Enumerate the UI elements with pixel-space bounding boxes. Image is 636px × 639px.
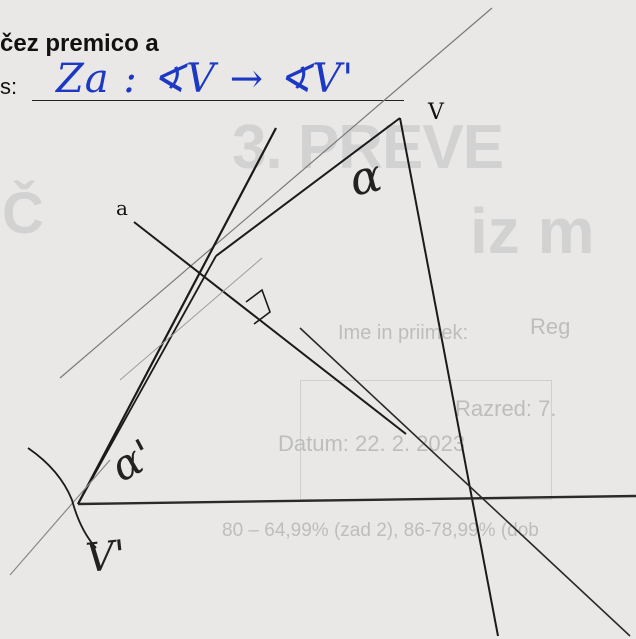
point-label-v-prime: V': [83, 532, 129, 582]
angle-arm-upper: [215, 117, 401, 257]
bleed-heading-2: iz m: [470, 195, 595, 267]
reflected-arm-1: [77, 127, 277, 505]
answer-line: [32, 100, 404, 101]
bleed-heading-3: Č: [2, 181, 44, 246]
angle-arm-lower: [399, 117, 499, 637]
faint-line-left: [9, 459, 111, 576]
handwritten-answer: Za : ∢V → ∢V': [56, 56, 355, 102]
construction-arc: [27, 447, 97, 549]
bleed-name-value: Reg: [530, 314, 571, 339]
bleed-score-line: 80 – 64,99% (zad 2), 86-78,99% (dob: [222, 520, 539, 541]
diagonal-lower-right: [299, 327, 631, 637]
task-title: čez premico a: [0, 30, 159, 57]
faint-line-lower: [77, 255, 217, 505]
line-label-a: a: [116, 196, 128, 220]
bleed-date: Datum: 22. 2. 2023: [278, 431, 466, 456]
bleed-name-label: Ime in priimek:: [338, 322, 469, 344]
right-angle-marker: [245, 288, 271, 325]
bleed-class: Razred: 7.: [455, 396, 557, 421]
mirror-line-a: [133, 221, 407, 435]
faint-line-mid: [119, 257, 263, 381]
bleed-heading: 3. PREVE: [232, 113, 504, 182]
task-subtitle: s:: [0, 74, 18, 99]
point-label-v: V: [428, 100, 444, 125]
reflected-arm-2: [77, 494, 636, 506]
construction-line-long: [59, 7, 493, 379]
